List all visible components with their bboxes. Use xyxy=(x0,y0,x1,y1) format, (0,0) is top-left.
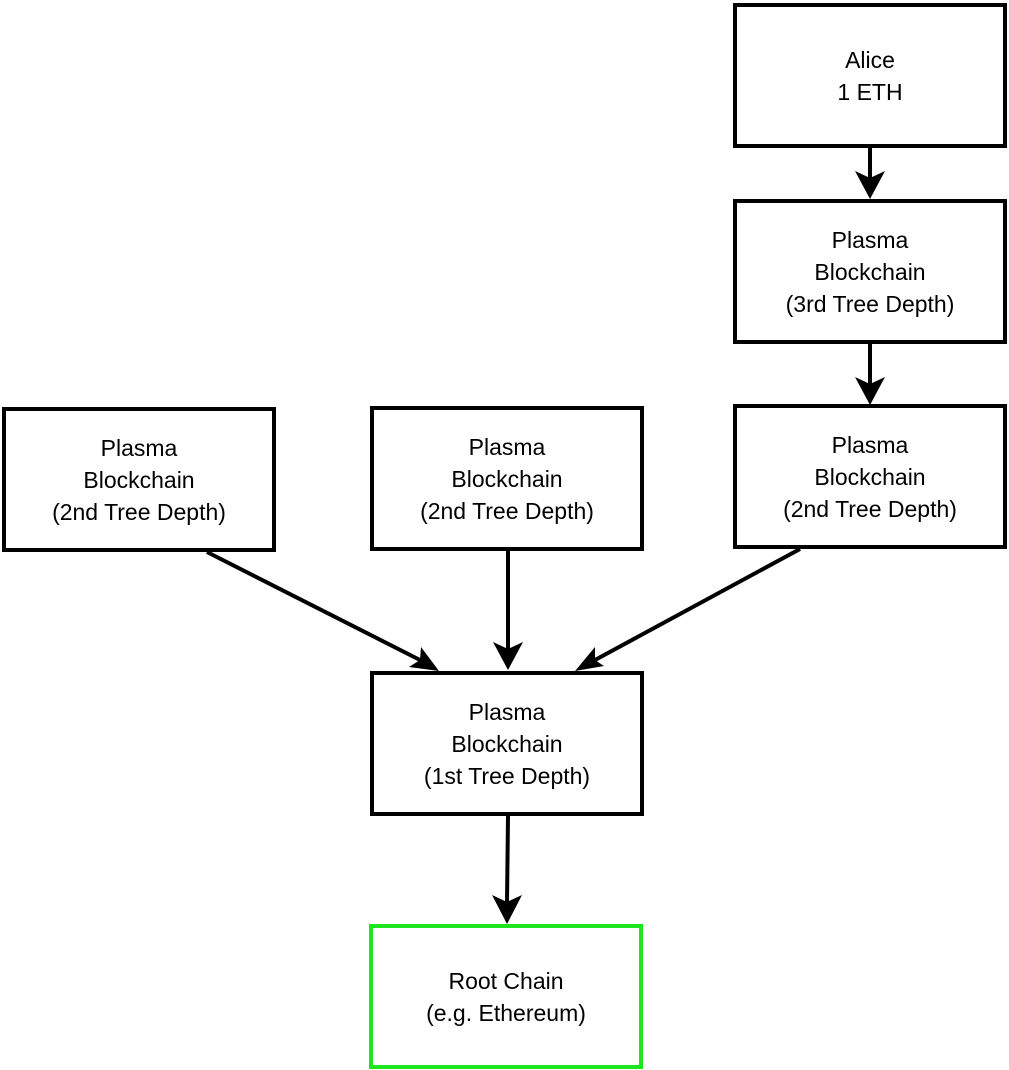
node-plasma-depth-2-right: Plasma Blockchain (2nd Tree Depth) xyxy=(733,404,1007,549)
node-plasma-depth-1: Plasma Blockchain (1st Tree Depth) xyxy=(370,671,644,816)
node-plasma-depth-2-left: Plasma Blockchain (2nd Tree Depth) xyxy=(2,407,276,552)
node-label-line1: Plasma xyxy=(468,698,546,725)
node-label-line2: Blockchain xyxy=(451,730,563,757)
node-label-line2: Blockchain xyxy=(83,466,195,493)
node-label-line1: Plasma xyxy=(100,434,178,461)
node-label-line3: (2nd Tree Depth) xyxy=(420,497,594,524)
node-label-line3: (3rd Tree Depth) xyxy=(785,290,955,317)
node-label-line1: Plasma xyxy=(831,226,909,253)
node-plasma-depth-3: Plasma Blockchain (3rd Tree Depth) xyxy=(733,199,1007,344)
node-label-line2: Blockchain xyxy=(814,258,926,285)
node-alice-name: Alice xyxy=(845,46,895,73)
node-label-line2: Blockchain xyxy=(814,463,926,490)
node-label-line3: (2nd Tree Depth) xyxy=(783,495,957,522)
node-alice-amount: 1 ETH xyxy=(837,78,903,105)
node-label-line1: Plasma xyxy=(831,431,909,458)
node-label-line2: Blockchain xyxy=(451,465,563,492)
node-plasma-depth-2-middle: Plasma Blockchain (2nd Tree Depth) xyxy=(370,406,644,551)
node-root-title: Root Chain xyxy=(448,967,564,994)
node-alice: Alice 1 ETH xyxy=(733,3,1007,148)
node-label-line3: (2nd Tree Depth) xyxy=(52,498,226,525)
node-label-line3: (1st Tree Depth) xyxy=(423,762,591,789)
node-root-example: (e.g. Ethereum) xyxy=(426,999,586,1026)
edge-depth3-to-depth2-right xyxy=(855,344,885,405)
edge-alice-to-depth3 xyxy=(855,148,885,199)
node-root-chain: Root Chain (e.g. Ethereum) xyxy=(369,924,643,1069)
edge-depth2-right-to-depth1 xyxy=(575,547,801,671)
edge-depth1-to-root xyxy=(492,815,522,924)
node-label-line1: Plasma xyxy=(468,433,546,460)
edge-depth2-middle-to-depth1 xyxy=(493,551,523,670)
edge-depth2-left-to-depth1 xyxy=(206,550,439,671)
